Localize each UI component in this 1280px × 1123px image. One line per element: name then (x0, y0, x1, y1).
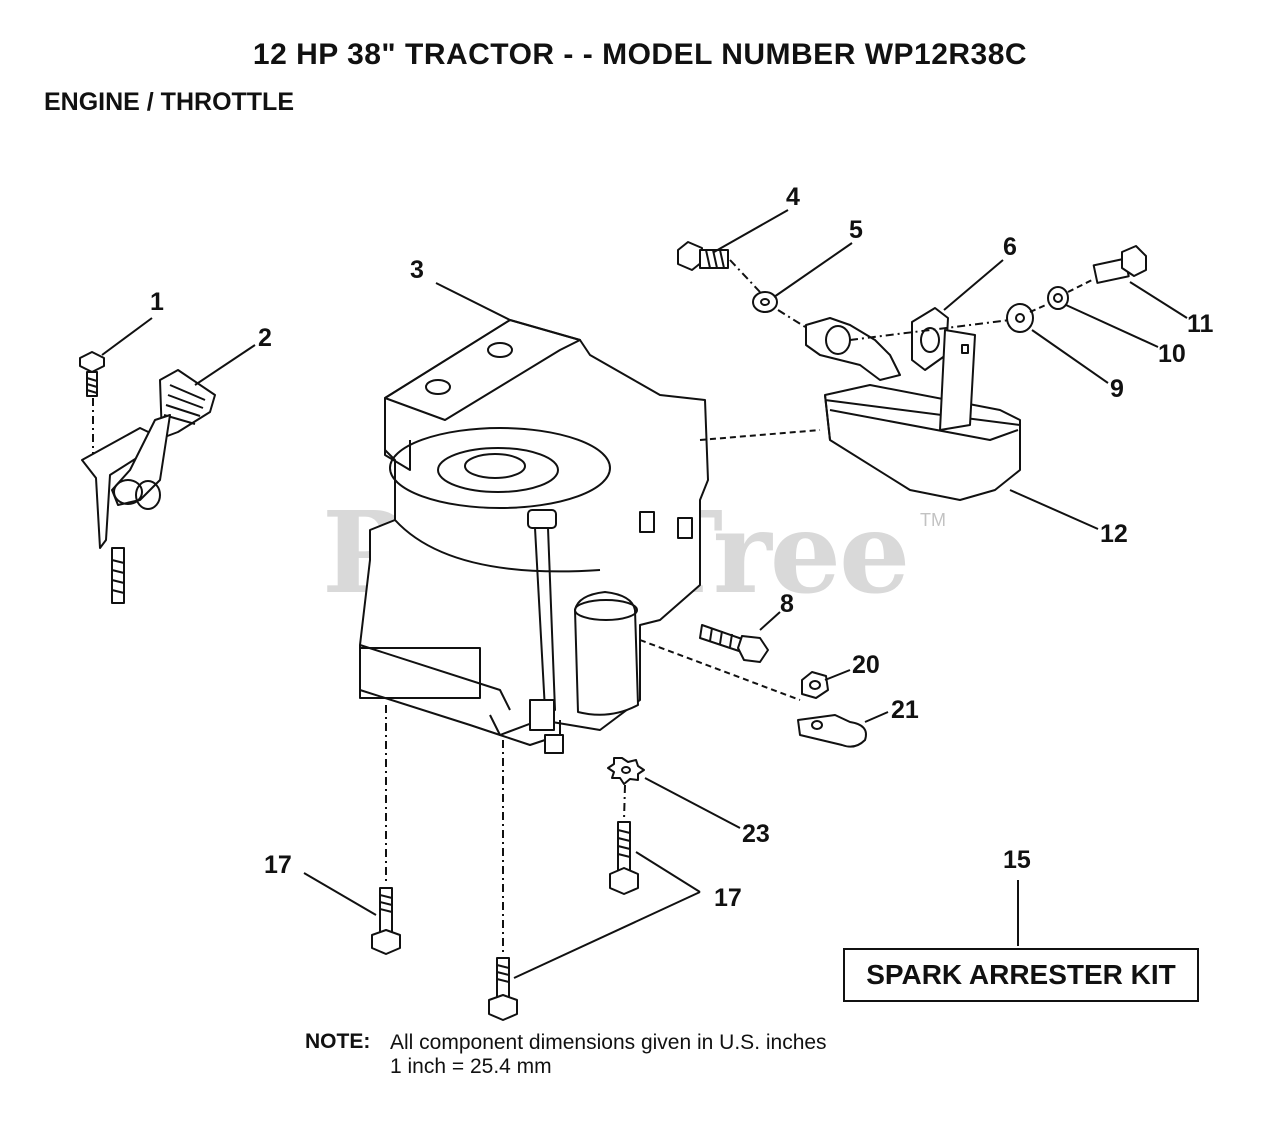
part-5-washer[interactable] (752, 291, 778, 313)
part-1-bolt[interactable] (79, 351, 105, 397)
callout-3: 3 (410, 256, 424, 284)
part-23-star-washer[interactable] (607, 757, 645, 785)
callout-23: 23 (742, 820, 770, 848)
part-17-bolt-bottom[interactable] (488, 957, 518, 1021)
note-dimensions-text: All component dimensions given in U.S. i… (390, 1031, 827, 1054)
part-21-clamp[interactable] (797, 714, 867, 748)
diagram-title: 12 HP 38" TRACTOR - - MODEL NUMBER WP12R… (252, 38, 1028, 71)
callout-12: 12 (1100, 520, 1128, 548)
note-label: NOTE: (305, 1030, 371, 1053)
callout-20: 20 (852, 651, 880, 679)
part-17-bolt-right[interactable] (609, 821, 639, 895)
part-17-bolt-left[interactable] (371, 887, 401, 955)
note-conversion-text: 1 inch = 25.4 mm (390, 1055, 552, 1078)
part-2-throttle-control[interactable] (81, 369, 216, 604)
section-subtitle: ENGINE / THROTTLE (44, 88, 294, 116)
callout-9: 9 (1110, 375, 1124, 403)
callout-8: 8 (780, 590, 794, 618)
callout-1: 1 (150, 288, 164, 316)
part-3-engine[interactable] (359, 319, 821, 754)
leader-lines (101, 209, 1188, 979)
callout-10: 10 (1158, 340, 1186, 368)
part-4-bolt[interactable] (677, 241, 729, 271)
callout-17-left: 17 (264, 851, 292, 879)
part-20-nut[interactable] (801, 671, 829, 699)
part-8-bolt[interactable] (699, 624, 769, 663)
callout-2: 2 (258, 324, 272, 352)
spark-arrester-kit-box[interactable]: SPARK ARRESTER KIT (843, 948, 1199, 1002)
callout-5: 5 (849, 216, 863, 244)
callout-15: 15 (1003, 846, 1031, 874)
callout-21: 21 (891, 696, 919, 724)
part-10-lock-washer[interactable] (1047, 286, 1069, 310)
part-12-muffler[interactable] (805, 317, 1021, 501)
callout-17-right: 17 (714, 884, 742, 912)
watermark-trademark: TM (920, 510, 946, 530)
callout-6: 6 (1003, 233, 1017, 261)
part-9-washer[interactable] (1006, 303, 1034, 333)
callout-4: 4 (786, 183, 800, 211)
part-11-bolt[interactable] (1092, 245, 1147, 284)
callout-11: 11 (1187, 310, 1214, 338)
